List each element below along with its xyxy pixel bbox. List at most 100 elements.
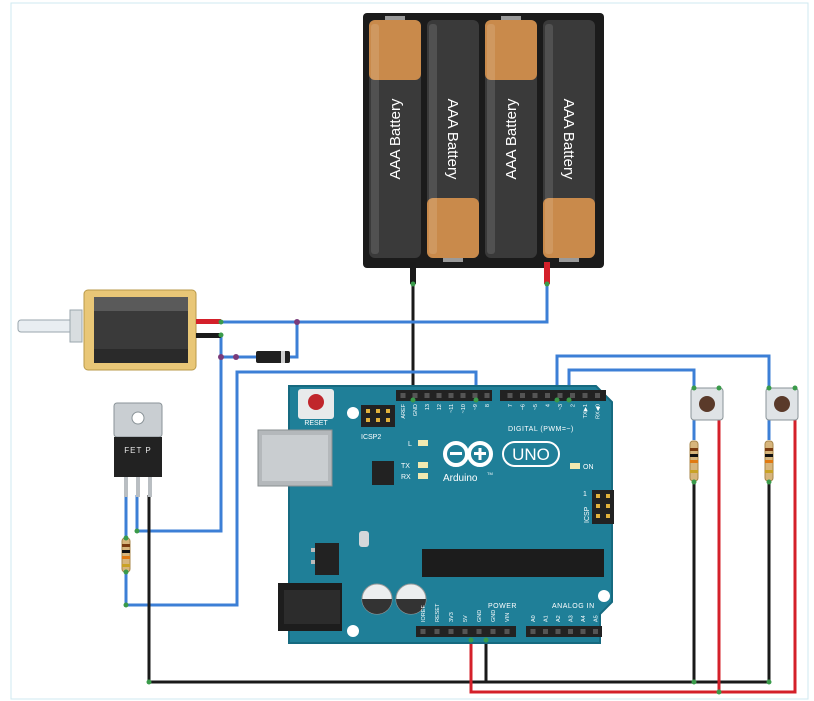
atmega-chip — [422, 549, 604, 577]
regulator — [315, 543, 339, 575]
pin-label: A0 — [531, 615, 537, 622]
header-pin[interactable] — [420, 629, 426, 634]
header-pin[interactable] — [595, 393, 600, 398]
header-pin[interactable] — [580, 629, 586, 634]
uno-badge — [502, 441, 560, 467]
button1-resistor — [689, 440, 699, 482]
pin-label: A1 — [544, 615, 550, 622]
battery-cell-label: AAA Battery — [444, 99, 461, 180]
header-pin[interactable] — [520, 393, 525, 398]
flyback-diode — [256, 351, 290, 363]
pin-label: GND — [477, 610, 483, 622]
pin-label: GND — [413, 404, 419, 416]
pin-label: RESET — [435, 603, 441, 622]
mosfet-body — [114, 437, 162, 477]
pin-label: A5 — [594, 615, 600, 622]
junctions — [218, 319, 300, 360]
pin-label: VIN — [505, 613, 511, 622]
icsp2-label: ICSP2 — [361, 434, 381, 441]
pin-label: 12 — [437, 404, 443, 410]
arduino-tm: TM — [487, 471, 493, 476]
header-pin[interactable] — [504, 629, 510, 634]
solenoid — [17, 289, 221, 371]
pin-label: RX◀0 — [596, 404, 602, 419]
capacitor-2 — [395, 583, 427, 615]
pin-label: A2 — [556, 615, 562, 622]
solenoid-lead-red — [196, 319, 221, 324]
solenoid-plunger — [17, 319, 79, 333]
wire-5v-bus — [469, 388, 797, 694]
header-pin[interactable] — [530, 629, 536, 634]
led-on — [570, 463, 580, 469]
pin-label: ~3 — [558, 404, 564, 410]
header-pin[interactable] — [532, 393, 538, 398]
wire-ends — [123, 281, 798, 695]
header-pin[interactable] — [476, 629, 482, 634]
wire-pin9-gate — [124, 370, 478, 607]
push-button-2[interactable] — [765, 387, 799, 421]
gate-resistor — [121, 537, 131, 573]
led-tx-label: TX — [401, 463, 410, 470]
header-pin[interactable] — [472, 393, 478, 398]
pin-label: ~10 — [461, 404, 467, 413]
analog-header — [526, 626, 602, 637]
header-pin[interactable] — [448, 629, 454, 634]
wires-layer — [124, 268, 797, 694]
header-pin[interactable] — [400, 393, 406, 398]
wire-solenoid-mosfet-drain — [135, 357, 223, 533]
battery-cell-label: AAA Battery — [560, 99, 577, 180]
wire-solenoid-diode-top — [290, 322, 299, 359]
header-pin[interactable] — [582, 393, 588, 398]
battery-negative-terminal — [410, 262, 416, 284]
header-pin[interactable] — [412, 393, 418, 398]
pin-label: ~9 — [473, 404, 479, 410]
battery-cell-1: AAA Battery — [369, 16, 421, 258]
header-pin[interactable] — [462, 629, 468, 634]
header-pin[interactable] — [448, 393, 454, 398]
solenoid-collar — [69, 309, 83, 343]
solenoid-coil — [94, 297, 188, 363]
header-pin[interactable] — [424, 393, 430, 398]
arduino-uno-board: RESET ICSP2 L TX RX ON — [257, 385, 614, 644]
header-pin[interactable] — [568, 629, 573, 634]
header-pin[interactable] — [434, 629, 440, 634]
arduino-logo: UNO Arduino TM — [443, 441, 560, 484]
header-pin[interactable] — [436, 393, 442, 398]
icsp-label: ICSP — [584, 506, 591, 523]
header-pin[interactable] — [593, 629, 598, 634]
canvas-border — [10, 2, 809, 700]
battery-cell-label: AAA Battery — [503, 98, 520, 179]
header-pin[interactable] — [543, 629, 548, 634]
pin-label: ~11 — [449, 404, 455, 413]
icsp2-header — [361, 405, 395, 427]
mosfet-label: FET P — [124, 446, 152, 455]
pin-label: 7 — [508, 404, 514, 407]
diode-cathode-band — [281, 351, 285, 363]
digital-header-right — [500, 390, 606, 401]
led-l-label: L — [408, 441, 412, 448]
pin-label: 8 — [485, 404, 491, 407]
led-l — [418, 440, 428, 446]
header-pin[interactable] — [555, 629, 561, 634]
header-pin[interactable] — [557, 393, 563, 398]
button2-resistor — [764, 440, 774, 482]
push-button-1[interactable] — [690, 387, 724, 421]
header-pin[interactable] — [545, 393, 550, 398]
header-pin[interactable] — [570, 393, 575, 398]
battery-cell-3: AAA Battery — [485, 16, 537, 258]
wire-mosfet-source-gnd — [147, 495, 488, 684]
wire-solenoid-diode-bottom — [219, 335, 256, 359]
pin-label: 3V3 — [449, 612, 455, 622]
header-pin[interactable] — [507, 393, 513, 398]
arduino-wordmark: Arduino — [443, 473, 478, 484]
digital-label: DIGITAL (PWM=~) — [508, 426, 574, 433]
pin-label: AREF — [401, 403, 407, 418]
pin-label: 13 — [425, 404, 431, 410]
header-pin[interactable] — [490, 629, 496, 634]
pin-label: A3 — [569, 615, 575, 622]
pin-label: 4 — [546, 404, 552, 407]
battery-positive-terminal — [544, 262, 550, 284]
header-pin[interactable] — [484, 393, 490, 398]
header-pin[interactable] — [460, 393, 466, 398]
uno-label: UNO — [512, 445, 550, 464]
